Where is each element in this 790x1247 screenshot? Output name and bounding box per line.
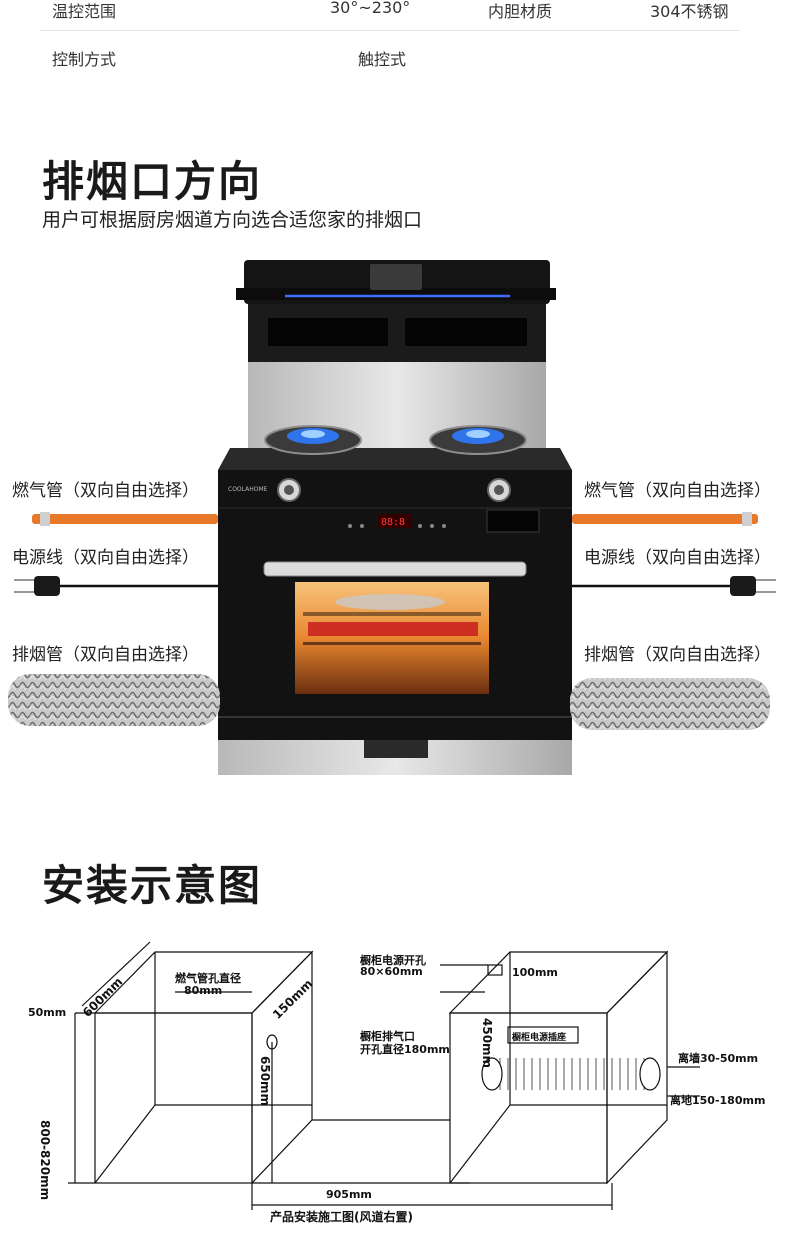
oven-food — [308, 622, 478, 636]
right-cabinet-top — [448, 951, 669, 1014]
display-window — [486, 509, 540, 533]
cooktop — [218, 448, 572, 470]
power-hole-offset: 100mm — [512, 966, 558, 979]
exhaust-duct — [481, 1057, 661, 1091]
floor-gap-label: 离地150-180mm — [670, 1094, 766, 1107]
exhaust-title: 橱柜排气口 — [360, 1030, 415, 1043]
top-gap-label: 50mm — [28, 1006, 67, 1019]
exhaust-pipe-right — [570, 678, 770, 730]
smoke-section-subtitle: 用户可根据厨房烟道方向选合适您家的排烟口 — [42, 209, 423, 231]
power-hole-title: 橱柜电源开孔 — [360, 954, 426, 967]
power-cord-label-left: 电源线（双向自由选择） — [12, 548, 199, 568]
spec-label-control: 控制方式 — [52, 50, 117, 69]
installation-diagram — [68, 941, 700, 1210]
gas-hole-value: 80mm — [184, 984, 223, 997]
svg-text:88:8: 88:8 — [381, 517, 405, 528]
spec-value-control: 触控式 — [358, 50, 407, 69]
power-cord-label-right: 电源线（双向自由选择） — [584, 548, 771, 568]
spec-divider — [40, 30, 740, 31]
height-label: 800-820mm — [38, 1120, 52, 1201]
hood-vent-right — [405, 318, 527, 346]
smoke-section-title: 排烟口方向 — [42, 157, 263, 206]
gas-pipe-label-left: 燃气管（双向自由选择） — [12, 481, 199, 501]
power-hole-value: 80×60mm — [360, 965, 423, 978]
hood-vent-left — [268, 318, 388, 346]
socket-label: 橱柜电源插座 — [512, 1033, 567, 1043]
diagram-caption: 产品安装施工图(风道右置) — [270, 1210, 413, 1224]
width-label: 905mm — [326, 1188, 372, 1201]
spec-label-liner: 内胆材质 — [488, 2, 553, 21]
gas-pipe-left — [32, 514, 218, 524]
left-cabinet-front — [94, 1012, 253, 1184]
gas-hole-height: 650mm — [258, 1056, 272, 1107]
product-illustration: COOLAHOME 88:8 — [8, 260, 776, 775]
exhaust-height: 450mm — [480, 1018, 494, 1069]
gas-hole-title: 燃气管孔直径 — [175, 972, 241, 985]
brand-logo: COOLAHOME — [228, 486, 268, 493]
install-section-title: 安装示意图 — [42, 861, 263, 910]
gas-pipe-right — [572, 514, 758, 524]
gas-pipe-label-right: 燃气管（双向自由选择） — [584, 481, 771, 501]
exhaust-pipe-label-right: 排烟管（双向自由选择） — [584, 645, 771, 665]
power-socket — [507, 1026, 579, 1044]
exhaust-pipe-label-left: 排烟管（双向自由选择） — [12, 645, 199, 665]
spec-label-temp: 温控范围 — [52, 2, 117, 21]
exhaust-value: 开孔直径180mm — [360, 1043, 450, 1056]
exhaust-pipe-left — [8, 674, 220, 726]
wall-gap-label: 离墙30-50mm — [678, 1052, 759, 1065]
spec-value-liner: 304不锈钢 — [650, 2, 729, 21]
oven-handle — [263, 561, 527, 577]
spec-value-temp: 30°~230° — [330, 0, 411, 17]
